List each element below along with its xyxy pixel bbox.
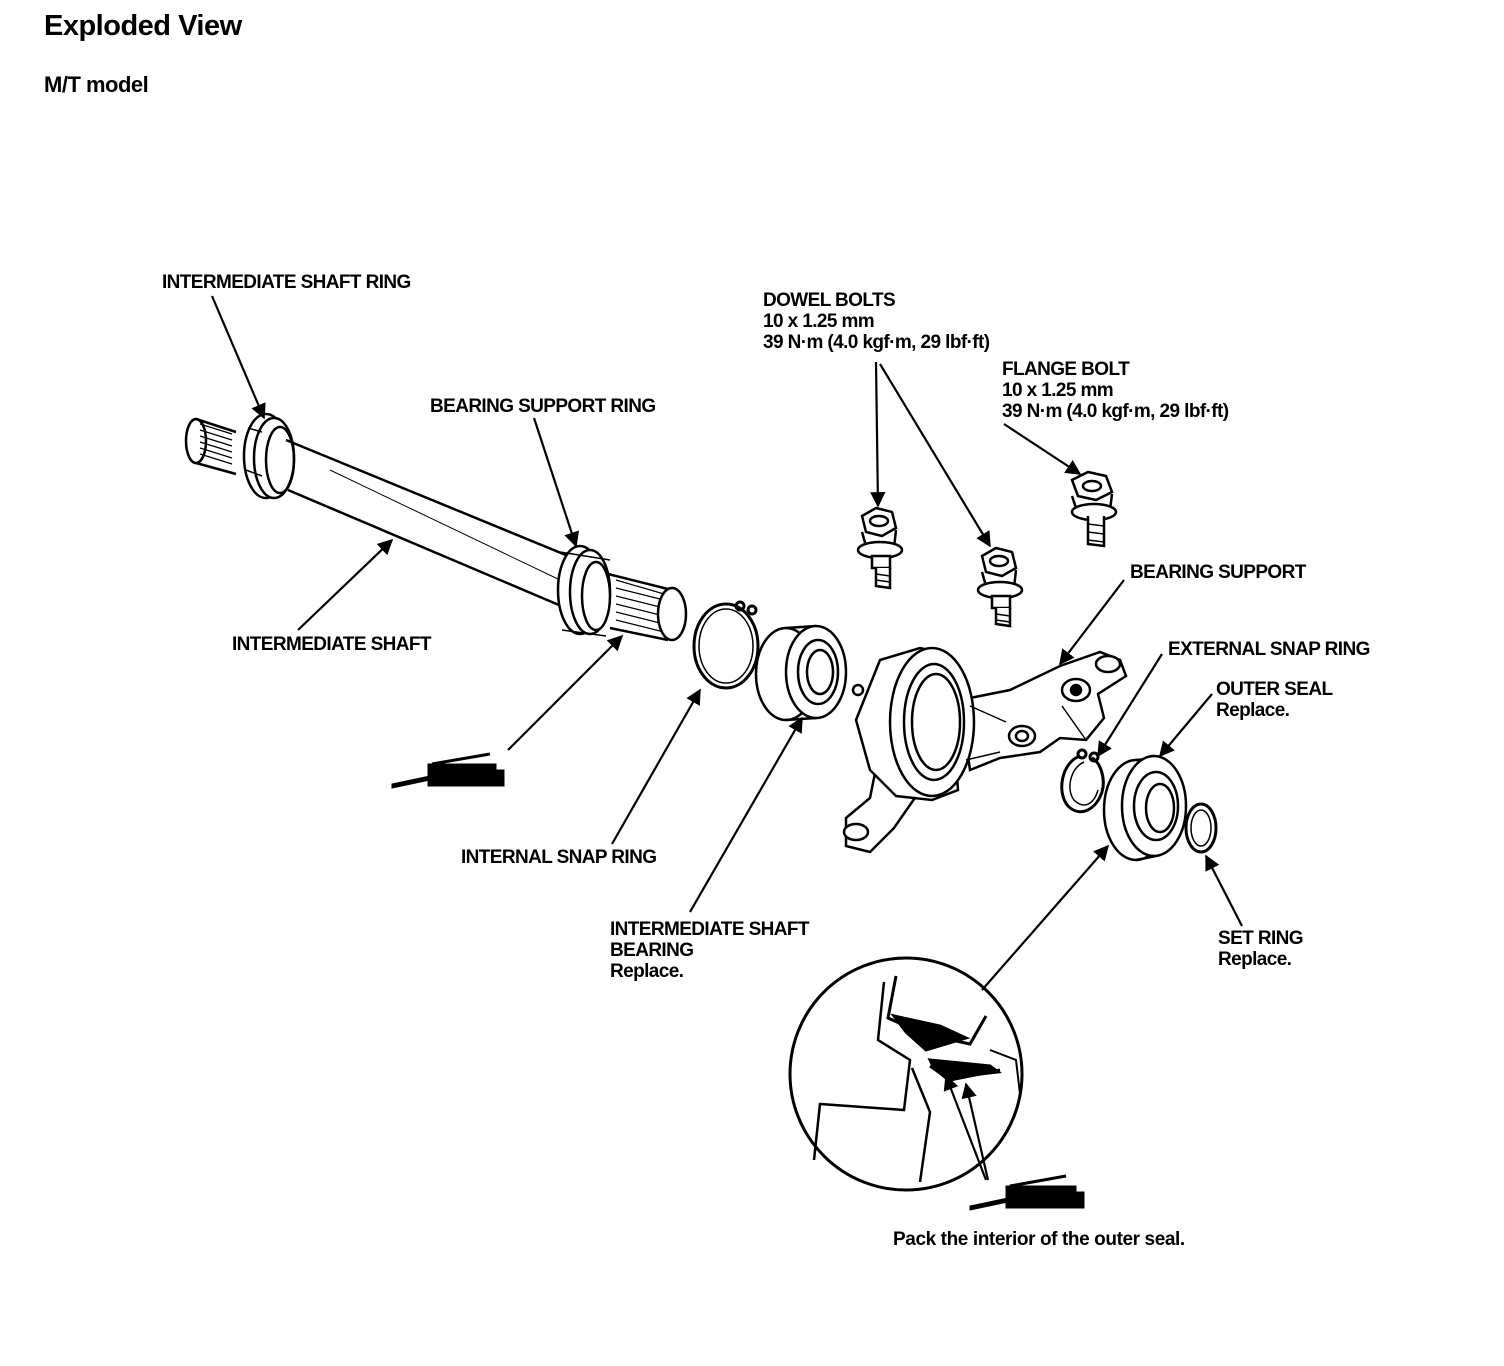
flange-bolt-name: FLANGE BOLT xyxy=(1002,359,1130,380)
bearing-name-line2: BEARING xyxy=(610,940,694,961)
set-ring-name: SET RING xyxy=(1218,928,1304,949)
dowel-bolt-left xyxy=(856,506,904,590)
internal-snap-ring xyxy=(692,600,760,690)
arrow-grease-spline xyxy=(507,634,624,751)
flange-bolt-torque: 39 N·m (4.0 kgf·m, 29 lbf·ft) xyxy=(1002,401,1229,422)
arrow-intermediate-shaft-ring xyxy=(210,295,266,420)
arrow-detail-to-seal xyxy=(981,844,1110,991)
external-snap-ring xyxy=(1060,748,1105,814)
dowel-bolts-torque: 39 N·m (4.0 kgf·m, 29 lbf·ft) xyxy=(763,332,990,353)
arrow-external-snap-ring xyxy=(1097,653,1163,758)
outer-seal-name: OUTER SEAL xyxy=(1216,679,1333,700)
grease-icon xyxy=(969,1174,1085,1211)
intermediate-shaft-bearing xyxy=(754,624,848,722)
arrow-intermediate-shaft xyxy=(297,538,394,631)
arrow-grease-detail-2 xyxy=(961,1082,990,1181)
arrow-dowel-bolt-left xyxy=(870,361,886,508)
grease-icon xyxy=(391,752,505,789)
outer-seal-note: Replace. xyxy=(1216,700,1290,721)
bearing-note: Replace. xyxy=(610,961,684,982)
arrow-outer-seal xyxy=(1159,693,1213,758)
dowel-bolts-name: DOWEL BOLTS xyxy=(763,290,896,311)
arrow-grease-detail-1 xyxy=(943,1074,988,1181)
arrow-internal-snap-ring xyxy=(611,688,701,845)
label-external-snap-ring: EXTERNAL SNAP RING xyxy=(1168,639,1370,660)
label-intermediate-shaft-bearing: INTERMEDIATE SHAFT BEARING Replace. xyxy=(610,919,810,982)
label-bearing-support: BEARING SUPPORT xyxy=(1130,562,1306,583)
bearing-support xyxy=(842,646,1128,854)
arrow-bearing-support-ring xyxy=(532,417,579,548)
page-title: Exploded View xyxy=(44,10,242,42)
intermediate-shaft xyxy=(184,412,688,642)
label-dowel-bolts: DOWEL BOLTS 10 x 1.25 mm 39 N·m (4.0 kgf… xyxy=(763,290,990,353)
arrow-bearing-support xyxy=(1059,579,1125,666)
label-intermediate-shaft-ring: INTERMEDIATE SHAFT RING xyxy=(162,272,411,293)
seal-detail-view xyxy=(788,956,1024,1192)
label-intermediate-shaft: INTERMEDIATE SHAFT xyxy=(232,634,432,655)
page-subtitle: M/T model xyxy=(44,72,149,97)
label-flange-bolt: FLANGE BOLT 10 x 1.25 mm 39 N·m (4.0 kgf… xyxy=(1002,359,1229,422)
arrow-dowel-bolt-right xyxy=(879,363,991,548)
flange-bolt xyxy=(1070,470,1118,548)
dowel-bolts-size: 10 x 1.25 mm xyxy=(763,311,875,332)
label-internal-snap-ring: INTERNAL SNAP RING xyxy=(461,847,657,868)
bearing-name-line1: INTERMEDIATE SHAFT xyxy=(610,919,810,940)
arrow-intermediate-shaft-bearing xyxy=(689,716,803,913)
flange-bolt-size: 10 x 1.25 mm xyxy=(1002,380,1114,401)
detail-caption: Pack the interior of the outer seal. xyxy=(893,1229,1185,1250)
outer-seal xyxy=(1102,754,1188,862)
label-outer-seal: OUTER SEAL Replace. xyxy=(1216,679,1333,721)
arrow-flange-bolt xyxy=(1003,423,1082,475)
dowel-bolt-right xyxy=(976,546,1024,628)
label-bearing-support-ring: BEARING SUPPORT RING xyxy=(430,396,656,417)
set-ring-note: Replace. xyxy=(1218,949,1292,970)
arrow-set-ring xyxy=(1205,854,1243,927)
leader-lines xyxy=(210,295,1243,1181)
label-set-ring: SET RING Replace. xyxy=(1218,928,1304,970)
set-ring xyxy=(1184,802,1218,854)
